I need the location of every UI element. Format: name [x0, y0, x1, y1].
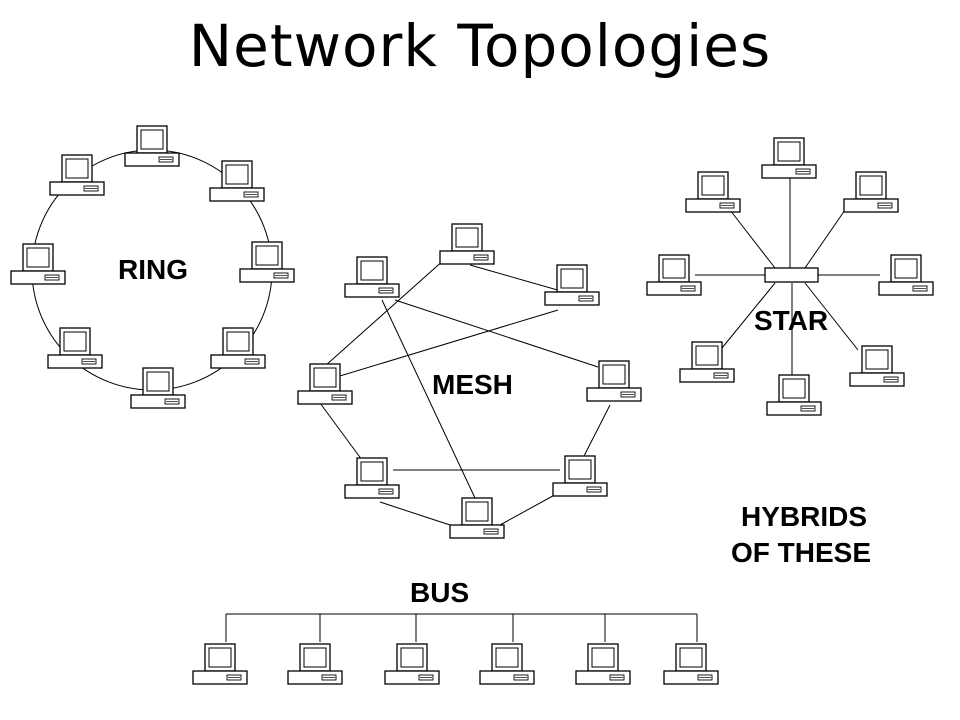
bus-computer-icon — [384, 643, 440, 685]
star-computer-icon — [878, 254, 934, 296]
mesh-computer-icon — [439, 223, 495, 265]
bus-computer-icon — [192, 643, 248, 685]
page-title: Network Topologies — [188, 12, 772, 80]
star-topology: STAR — [646, 137, 934, 416]
bus-drops — [225, 614, 698, 642]
ring-label: RING — [118, 254, 188, 285]
ring-computer-icon — [210, 327, 266, 369]
star-computer-icon — [849, 345, 905, 387]
bus-computer-icon — [287, 643, 343, 685]
star-computer-icon — [679, 341, 735, 383]
star-computer-icon — [646, 254, 702, 296]
ring-computer-icon — [47, 327, 103, 369]
bus-computer-icon — [479, 643, 535, 685]
mesh-computer-icon — [344, 457, 400, 499]
mesh-computer-icon — [586, 360, 642, 402]
mesh-computer-icon — [297, 363, 353, 405]
mesh-computer-icon — [552, 455, 608, 497]
hybrids-label-line1: HYBRIDS — [741, 501, 867, 532]
bus-topology: BUS — [192, 577, 719, 685]
star-label: STAR — [754, 305, 828, 336]
hybrids-label-line2: OF THESE — [731, 537, 871, 568]
mesh-links — [319, 258, 611, 526]
star-computer-icon — [766, 374, 822, 416]
star-computer-icon — [761, 137, 817, 179]
ring-computer-icon — [124, 125, 180, 167]
ring-computer-icon — [10, 243, 66, 285]
bus-computer-icon — [575, 643, 631, 685]
ring-computer-icon — [130, 367, 186, 409]
star-computer-icon — [685, 171, 741, 213]
ring-computer-icon — [239, 241, 295, 283]
mesh-computer-icon — [344, 256, 400, 298]
ring-computer-icon — [49, 154, 105, 196]
star-computer-icon — [843, 171, 899, 213]
mesh-label: MESH — [432, 369, 513, 400]
star-links — [695, 177, 880, 375]
mesh-computer-icon — [544, 264, 600, 306]
bus-computer-icon — [663, 643, 719, 685]
ring-computer-icon — [209, 160, 265, 202]
star-hub — [764, 267, 819, 283]
mesh-topology: MESH — [297, 223, 642, 539]
bus-label: BUS — [410, 577, 469, 608]
mesh-computer-icon — [449, 497, 505, 539]
ring-topology: RING — [10, 125, 295, 409]
